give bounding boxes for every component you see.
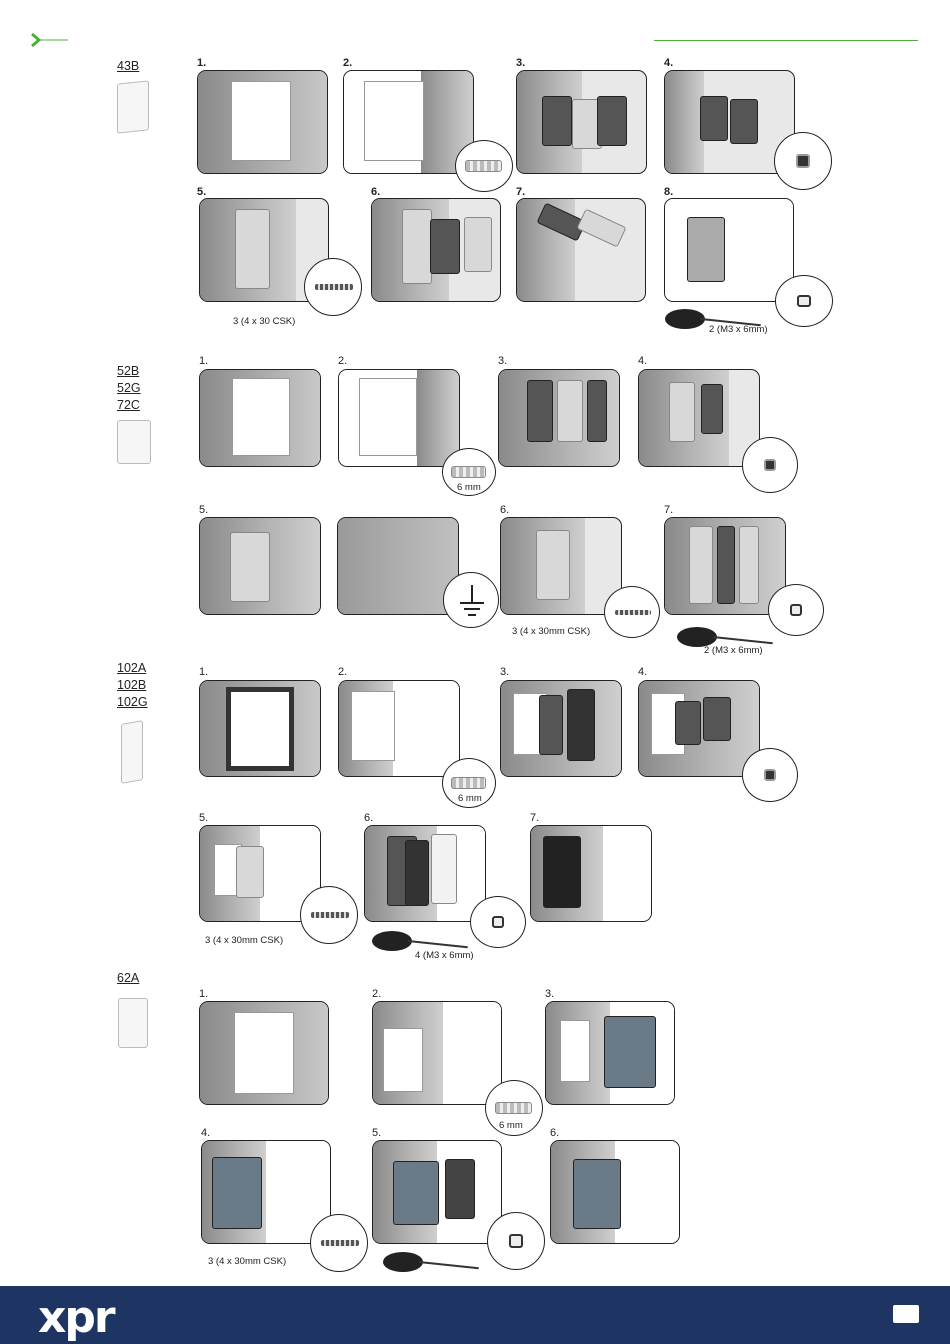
ground-icon [443, 572, 499, 628]
step-number: 7. [530, 812, 539, 824]
step-number: 4. [638, 666, 647, 678]
step-number: 6. [364, 812, 373, 824]
product-thumbnail [117, 80, 149, 133]
step-illustration [516, 198, 646, 302]
step-illustration [197, 70, 328, 174]
screw-caption: 3 (4 x 30mm CSK) [208, 1256, 286, 1267]
step-number: 4. [201, 1127, 210, 1139]
step-number: 6. [550, 1127, 559, 1139]
screw-zoom [304, 258, 362, 316]
step-number: 3. [498, 355, 507, 367]
step-illustration [372, 1001, 502, 1105]
step-illustration [199, 369, 321, 467]
step-illustration [664, 517, 786, 615]
screwdriver-icon [372, 931, 412, 951]
drill-caption: 6 mm [458, 793, 482, 804]
step-illustration [364, 825, 486, 922]
step-illustration [498, 369, 620, 467]
screw-zoom [300, 886, 358, 944]
product-thumbnail [117, 420, 151, 464]
step-illustration [371, 198, 501, 302]
chevron-right-icon [30, 32, 70, 48]
step-number: 5. [372, 1127, 381, 1139]
small-screw-zoom [768, 584, 824, 636]
step-illustration [664, 198, 794, 302]
step-number: 5. [199, 812, 208, 824]
step-illustration [199, 1001, 329, 1105]
step-illustration [500, 680, 622, 777]
step-number: 2. [338, 666, 347, 678]
model-label: 72C [117, 397, 140, 414]
model-label: 102B [117, 677, 146, 694]
step-number: 5. [197, 186, 206, 198]
small-screw-zoom [487, 1212, 545, 1270]
step-illustration [201, 1140, 331, 1244]
product-thumbnail [121, 720, 143, 784]
small-screw-caption: 2 (M3 x 6mm) [709, 324, 768, 335]
drill-caption: 6 mm [457, 482, 481, 493]
header-rule [654, 40, 918, 41]
screw-caption: 3 (4 x 30mm CSK) [512, 626, 590, 637]
step-number: 6. [500, 504, 509, 516]
step-illustration [550, 1140, 680, 1244]
step-illustration [638, 369, 760, 467]
step-number: 5. [199, 504, 208, 516]
step-illustration [338, 369, 460, 467]
model-label: 62A [117, 970, 139, 987]
screw-caption: 3 (4 x 30 CSK) [233, 316, 295, 327]
step-illustration [343, 70, 474, 174]
detail-zoom [742, 748, 798, 802]
step-number: 1. [197, 57, 206, 69]
step-illustration [372, 1140, 502, 1244]
step-illustration [199, 680, 321, 777]
step-number: 4. [664, 57, 673, 69]
step-number: 4. [638, 355, 647, 367]
step-illustration [516, 70, 647, 174]
screw-zoom [310, 1214, 368, 1272]
small-screw-zoom [470, 896, 526, 948]
step-illustration [337, 517, 459, 615]
step-number: 8. [664, 186, 673, 198]
screw-caption: 3 (4 x 30mm CSK) [205, 935, 283, 946]
small-screw-caption: 2 (M3 x 6mm) [704, 645, 763, 656]
step-number: 1. [199, 666, 208, 678]
step-number: 2. [343, 57, 352, 69]
drill-anchor-zoom [455, 140, 513, 192]
step-illustration [338, 680, 460, 777]
step-number: 1. [199, 355, 208, 367]
model-label: 102A [117, 660, 146, 677]
step-illustration [545, 1001, 675, 1105]
screwdriver-icon [665, 309, 705, 329]
model-label: 52G [117, 380, 141, 397]
drill-caption: 6 mm [499, 1120, 523, 1131]
screwdriver-icon [677, 627, 717, 647]
step-illustration [638, 680, 760, 777]
step-number: 2. [372, 988, 381, 1000]
product-thumbnail [118, 998, 148, 1048]
page-number-box [893, 1305, 919, 1323]
detail-zoom [742, 437, 798, 493]
step-number: 6. [371, 186, 380, 198]
small-screw-caption: 4 (M3 x 6mm) [415, 950, 474, 961]
step-number: 2. [338, 355, 347, 367]
step-number: 7. [664, 504, 673, 516]
model-label: 43B [117, 58, 139, 75]
model-label: 52B [117, 363, 139, 380]
model-label: 102G [117, 694, 148, 711]
step-illustration [199, 517, 321, 615]
step-illustration [500, 517, 622, 615]
step-number: 1. [199, 988, 208, 1000]
step-illustration [530, 825, 652, 922]
step-number: 7. [516, 186, 525, 198]
screw-zoom [604, 586, 660, 638]
xpr-logo: xpr [38, 1292, 114, 1343]
step-number: 3. [545, 988, 554, 1000]
small-screw-zoom [775, 275, 833, 327]
footer-bar [0, 1286, 950, 1344]
screwdriver-icon [383, 1252, 423, 1272]
step-number: 3. [516, 57, 525, 69]
detail-zoom [774, 132, 832, 190]
step-number: 3. [500, 666, 509, 678]
